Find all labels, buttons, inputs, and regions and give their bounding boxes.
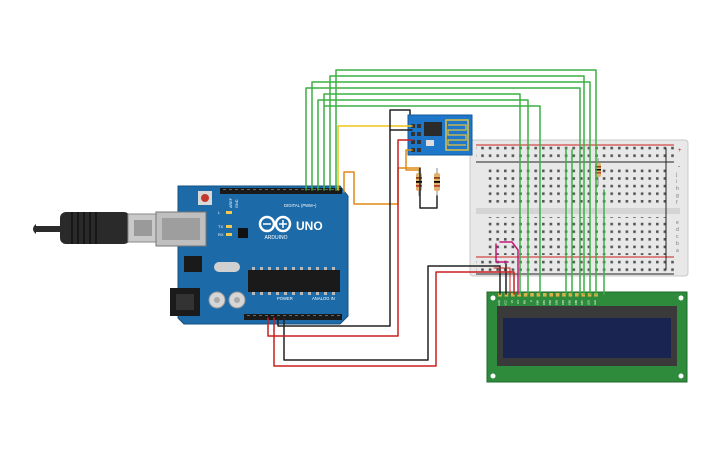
- lcd-pin[interactable]: [530, 293, 534, 297]
- lcd-pin-label: VCC: [503, 300, 507, 306]
- lcd-pin[interactable]: [498, 293, 502, 297]
- wire-orange: [343, 167, 420, 205]
- row-label-f: f: [676, 200, 678, 206]
- lcd-pin-label: DB2: [548, 299, 552, 305]
- row-label-j: j: [675, 172, 677, 178]
- lcd-pin[interactable]: [587, 293, 592, 297]
- wire-red: [267, 139, 413, 337]
- breadboard[interactable]: + - j i h g f e d c b a: [469, 139, 689, 277]
- lcd-pin[interactable]: [523, 293, 528, 297]
- wire-black: [283, 265, 501, 361]
- lcd-screen: [503, 318, 671, 358]
- wire-green: [323, 105, 541, 295]
- resistor-1[interactable]: [416, 168, 422, 196]
- power-label: POWER: [277, 296, 293, 301]
- wire-green: [311, 81, 591, 295]
- lcd-pin[interactable]: [555, 293, 560, 297]
- wire-magenta: [499, 241, 519, 295]
- l-label: L: [218, 210, 221, 215]
- infinity-logo-icon: [258, 215, 292, 233]
- lcd-pin-label: LED: [593, 300, 597, 305]
- reset-button[interactable]: [201, 194, 209, 202]
- row-label-d: d: [676, 227, 679, 233]
- row-label-e: e: [676, 220, 679, 226]
- analog-label: ANALOG IN: [312, 296, 335, 301]
- rx-label: RX: [218, 232, 224, 237]
- esp8266-module[interactable]: [407, 114, 473, 156]
- rail-plus-label: +: [678, 148, 682, 154]
- lcd-pin-label: DB5: [567, 299, 571, 305]
- lcd-pin-label: E: [529, 300, 533, 302]
- usb-cable-icon: [33, 212, 159, 244]
- wire-red: [273, 271, 515, 367]
- row-label-c: c: [676, 234, 679, 240]
- tx-label: TX: [218, 224, 223, 229]
- lcd-pin-label: DB1: [542, 299, 546, 305]
- row-label-h: h: [676, 186, 679, 192]
- model-label: UNO: [296, 219, 323, 233]
- wire-magenta: [495, 243, 509, 263]
- lcd-pin-label: DB3: [555, 299, 559, 305]
- atmega-chip: [248, 270, 340, 292]
- lcd-pin[interactable]: [562, 293, 566, 297]
- lcd-pin[interactable]: [575, 293, 579, 297]
- wire-yellow: [337, 125, 413, 191]
- lcd-pin[interactable]: [543, 293, 547, 297]
- lcd-pin[interactable]: [549, 293, 553, 297]
- wire-green: [335, 69, 597, 295]
- wire-black: [389, 109, 413, 131]
- wire-green: [305, 87, 581, 295]
- lcd-pin[interactable]: [504, 293, 509, 297]
- lcd-pin-label: DB0: [535, 299, 539, 305]
- wire-green: [317, 99, 529, 295]
- arduino-uno-board[interactable]: ARDUINO UNO DIGITAL (PWM~) POWER ANALOG …: [155, 185, 349, 325]
- wire-black: [277, 129, 391, 327]
- lcd-pin-label: DB6: [574, 299, 578, 305]
- lcd-pin[interactable]: [517, 293, 521, 297]
- lcd-pin-label: LED: [587, 300, 591, 305]
- row-label-g: g: [676, 193, 679, 199]
- wire-green: [329, 75, 585, 295]
- lcd-pin[interactable]: [511, 293, 515, 297]
- gnd-label: GND: [235, 199, 239, 208]
- lcd-pin-label: RW: [523, 299, 527, 304]
- lcd-pin[interactable]: [594, 293, 598, 297]
- lcd-pin-label: DB7: [580, 299, 584, 305]
- digital-label: DIGITAL (PWM~): [284, 203, 317, 208]
- wires: [267, 69, 605, 367]
- brand-label: ARDUINO: [264, 235, 287, 241]
- lcd-pin-label: V0: [510, 299, 514, 303]
- lcd-pin-label: RS: [516, 300, 520, 304]
- wire-red: [493, 267, 511, 295]
- row-label-b: b: [676, 241, 679, 247]
- lcd-pin[interactable]: [536, 293, 541, 297]
- lcd-pin[interactable]: [568, 293, 573, 297]
- resistor-2[interactable]: [434, 168, 440, 196]
- aref-label: AREF: [229, 197, 233, 208]
- lcd-pin-label: GND: [497, 300, 501, 306]
- wire-green: [323, 93, 521, 295]
- lcd-pin[interactable]: [581, 293, 585, 297]
- row-label-a: a: [676, 248, 679, 254]
- lcd-pin-label: DB4: [561, 299, 565, 305]
- wire-orange: [405, 149, 420, 171]
- row-label-i: i: [676, 179, 677, 185]
- rail-minus-label: -: [678, 164, 680, 170]
- wire-black: [419, 167, 438, 209]
